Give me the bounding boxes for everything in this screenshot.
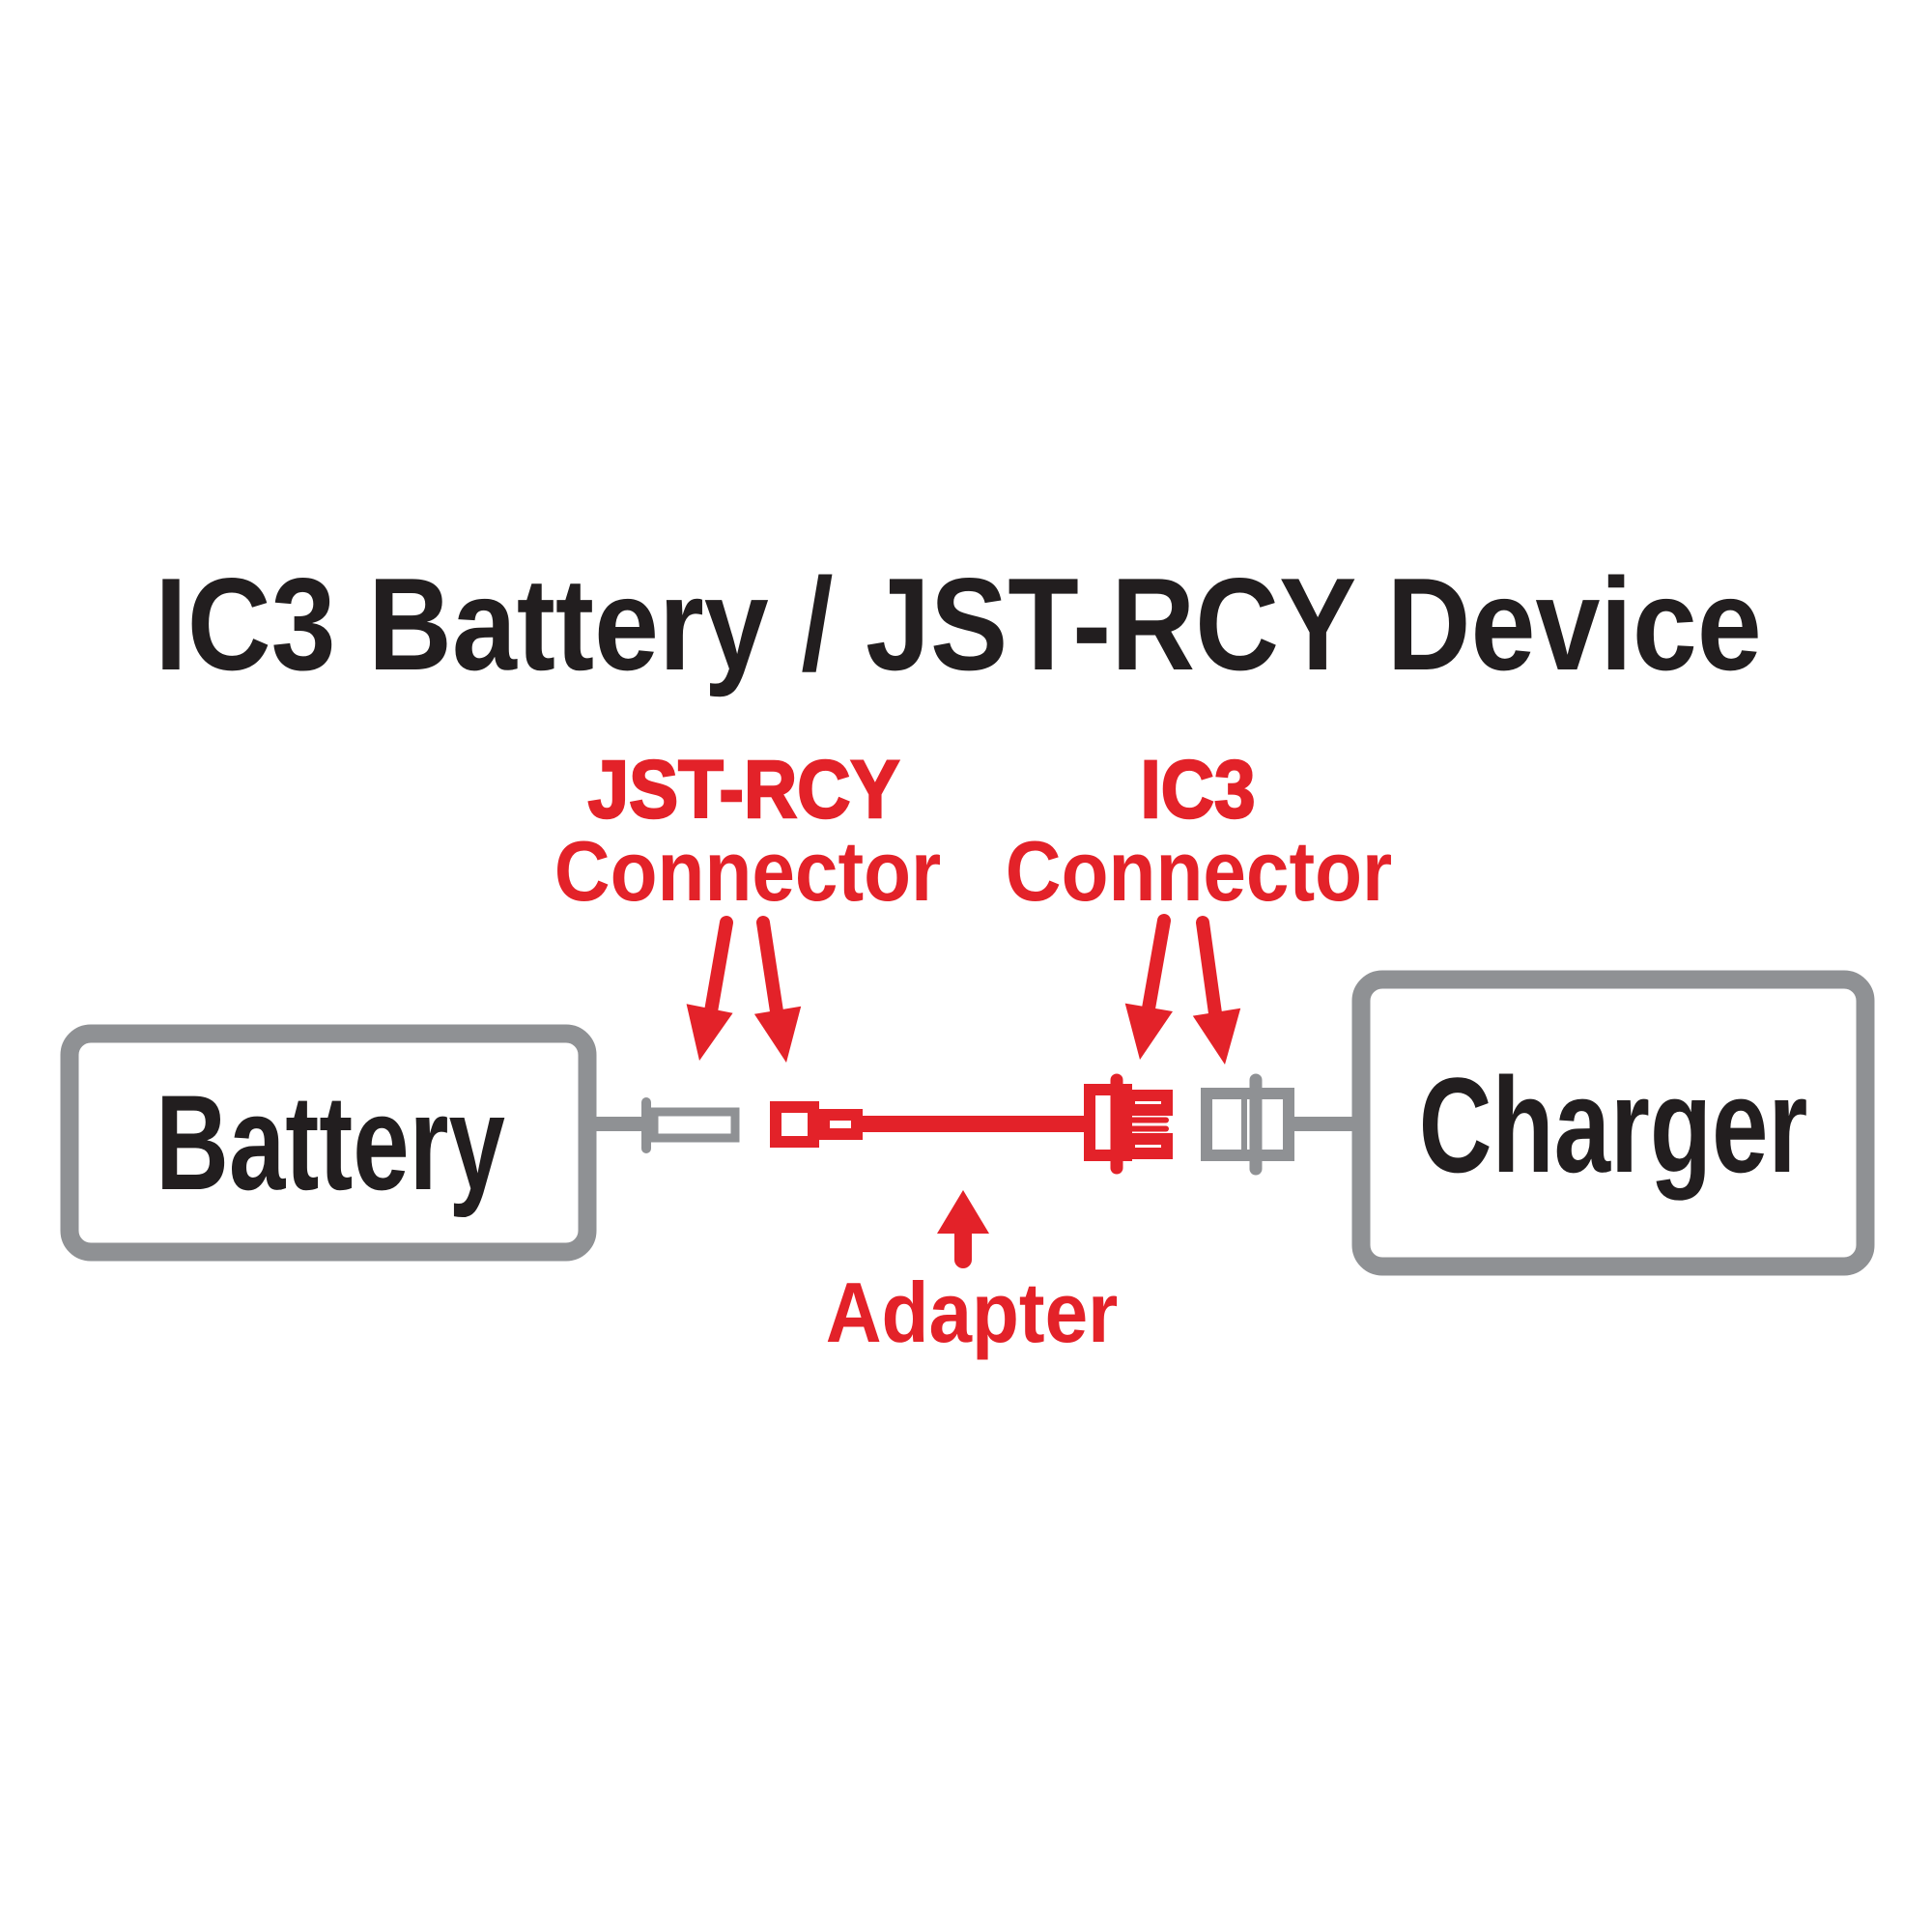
battery-bullet-connector-icon <box>641 1097 740 1153</box>
diagram-title: IC3 Battery / JST-RCY Device <box>155 551 1762 697</box>
jst-rcy-label-line1: JST-RCY <box>586 744 900 835</box>
jst-callout-arrow-right-icon <box>753 916 802 1063</box>
ic3-callout-arrow-right-icon <box>1192 916 1241 1065</box>
ic3-connector-icon <box>1084 1073 1173 1175</box>
jst-callout-arrow-left-icon <box>686 916 733 1061</box>
adapter-label: Adapter <box>825 1264 1119 1360</box>
ic3-label-line1: IC3 <box>1139 744 1256 835</box>
charger-label: Charger <box>1418 1049 1808 1201</box>
jst-rcy-connector-icon <box>770 1101 863 1148</box>
battery-box <box>60 1024 597 1262</box>
charger-port-icon <box>1201 1073 1294 1176</box>
ic3-label-line2: Connector <box>1005 823 1393 919</box>
jst-rcy-label-line2: Connector <box>554 823 942 919</box>
adapter-callout-arrow-icon <box>937 1190 989 1268</box>
ic3-callout-arrow-left-icon <box>1124 914 1173 1060</box>
charger-box <box>1351 970 1875 1276</box>
battery-label: Battery <box>156 1066 505 1218</box>
